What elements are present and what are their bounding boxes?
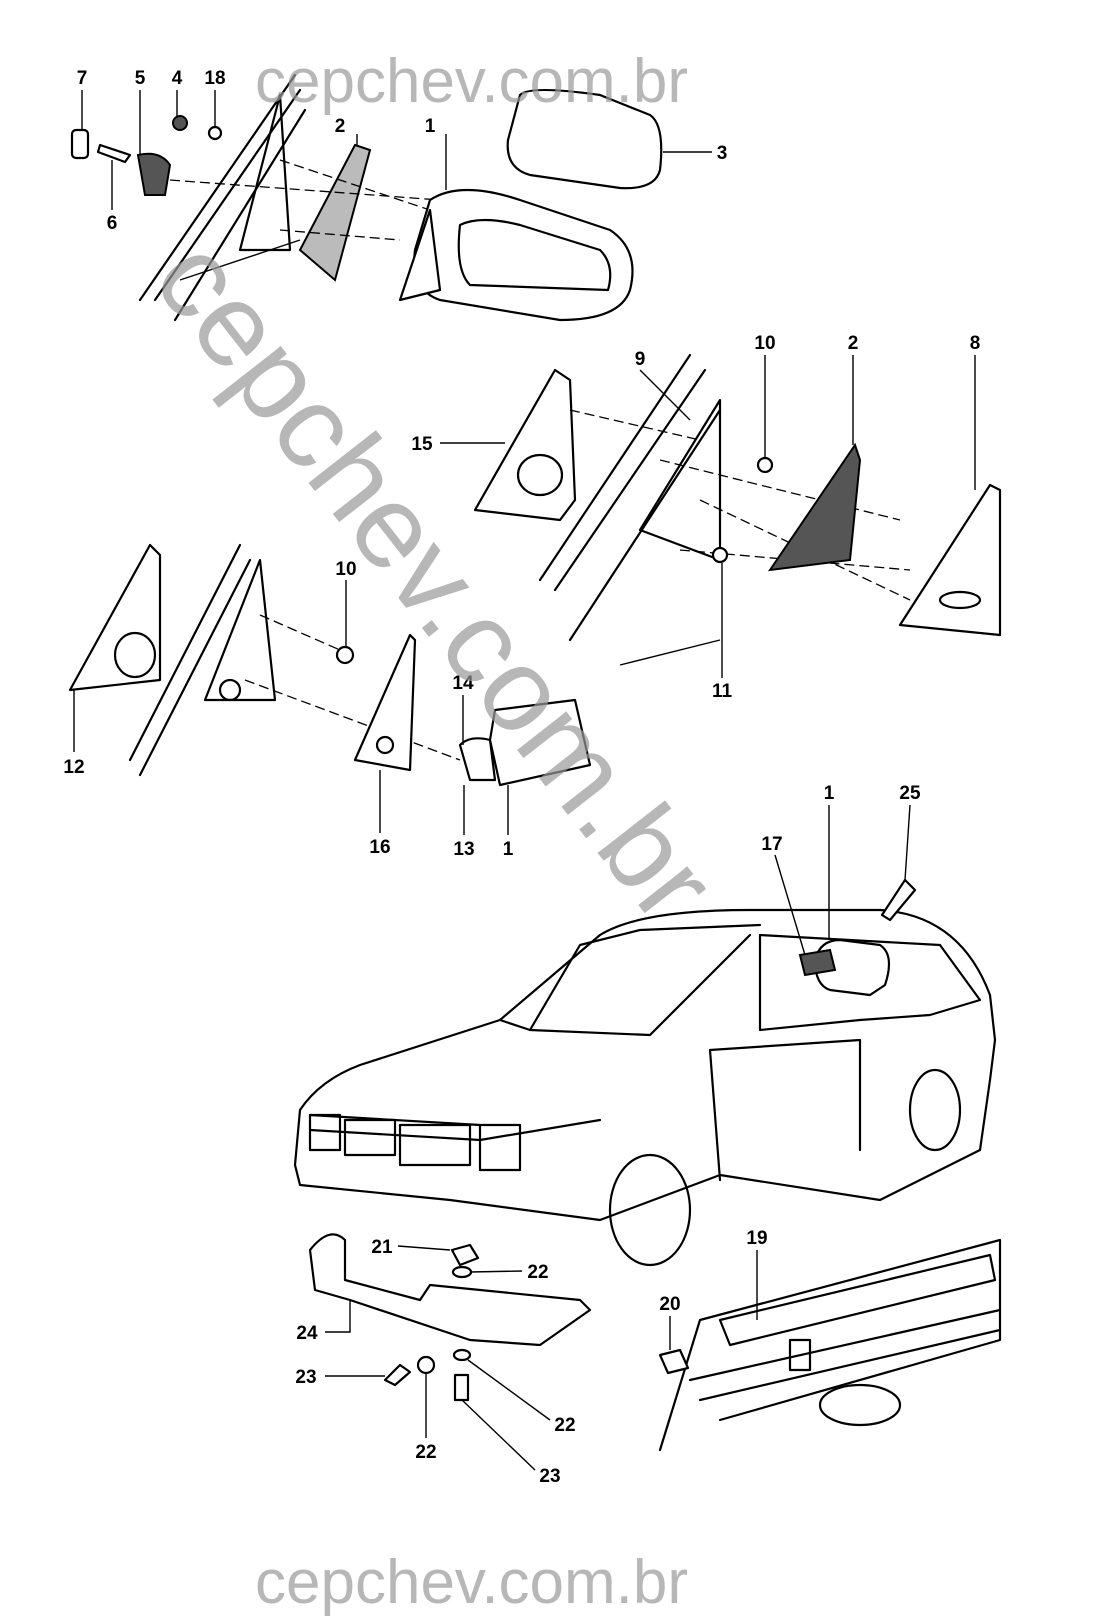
spoiler-24 bbox=[308, 1233, 592, 1347]
washer-18 bbox=[207, 125, 223, 141]
base-15 bbox=[473, 368, 577, 522]
callout-17: 17 bbox=[761, 834, 782, 855]
callout-labels: 7 5 4 18 2 1 3 6 9 10 2 8 15 11 10 12 14… bbox=[63, 68, 980, 1487]
gasket-2 bbox=[298, 143, 372, 282]
mirror-housing-1 bbox=[413, 188, 634, 322]
callout-14: 14 bbox=[452, 673, 474, 694]
car-body bbox=[293, 878, 997, 1267]
screw-23b bbox=[453, 1373, 470, 1402]
callout-3: 3 bbox=[717, 143, 728, 164]
watermark-top: cepchev.com.br bbox=[255, 47, 688, 116]
callout-7: 7 bbox=[77, 68, 88, 89]
mirror-1c bbox=[813, 938, 891, 997]
callout-18: 18 bbox=[204, 68, 225, 89]
callout-8: 8 bbox=[970, 333, 981, 354]
callout-19: 19 bbox=[746, 1228, 767, 1249]
callout-22: 22 bbox=[527, 1262, 548, 1283]
callout-15: 15 bbox=[411, 434, 433, 455]
callout-24: 24 bbox=[296, 1323, 318, 1344]
screw-4 bbox=[172, 115, 188, 131]
washer-22c bbox=[452, 1348, 472, 1362]
screw-10 bbox=[756, 456, 774, 474]
front-spoiler bbox=[308, 1233, 592, 1402]
callout-21: 21 bbox=[371, 1237, 393, 1258]
mirror-assembly-left bbox=[68, 543, 592, 787]
nut-21 bbox=[450, 1243, 480, 1267]
watermark-bottom: cepchev.com.br bbox=[255, 1548, 688, 1617]
base-17 bbox=[798, 948, 837, 977]
callout-20: 20 bbox=[659, 1294, 680, 1315]
callout-25: 25 bbox=[899, 783, 921, 804]
screw-25 bbox=[880, 878, 917, 922]
callout-23: 23 bbox=[295, 1367, 316, 1388]
callout-1: 1 bbox=[425, 116, 436, 137]
screw-10b bbox=[335, 645, 355, 665]
callout-13: 13 bbox=[453, 839, 474, 860]
mirror-1b bbox=[488, 698, 592, 787]
mirror-glass-3 bbox=[506, 88, 663, 190]
callout-6: 6 bbox=[107, 213, 118, 234]
callout-10: 10 bbox=[754, 333, 775, 354]
gasket-2b bbox=[767, 442, 862, 572]
callout-4: 4 bbox=[172, 68, 183, 89]
callout-2b: 2 bbox=[848, 333, 859, 354]
rear-spoiler bbox=[658, 1238, 1002, 1452]
callout-9: 9 bbox=[635, 349, 646, 370]
callout-11: 11 bbox=[712, 681, 733, 702]
callout-23b: 23 bbox=[539, 1466, 560, 1487]
leader-lines bbox=[73, 90, 976, 1471]
callout-1c: 1 bbox=[824, 783, 835, 804]
washer-22b bbox=[416, 1355, 436, 1375]
cover-8 bbox=[898, 483, 1002, 637]
callout-10b: 10 bbox=[335, 559, 356, 580]
mirror-assembly-top bbox=[70, 73, 712, 322]
bracket-5 bbox=[136, 152, 172, 196]
clip-20 bbox=[658, 1348, 690, 1375]
callout-1b: 1 bbox=[503, 839, 514, 860]
nut-11 bbox=[711, 546, 729, 564]
cap-7 bbox=[70, 128, 90, 160]
callout-22c: 22 bbox=[415, 1442, 436, 1463]
base-12 bbox=[68, 543, 162, 692]
screw-23 bbox=[383, 1363, 412, 1387]
washer-22 bbox=[451, 1265, 473, 1279]
plate-16 bbox=[353, 633, 417, 772]
callout-22b: 22 bbox=[554, 1415, 575, 1436]
spoiler-19 bbox=[718, 1253, 997, 1347]
mirror-assembly-right bbox=[473, 353, 1002, 666]
callout-12: 12 bbox=[63, 757, 84, 778]
callout-5: 5 bbox=[135, 68, 146, 89]
callout-2: 2 bbox=[335, 116, 346, 137]
screw-6 bbox=[96, 143, 132, 164]
callout-16: 16 bbox=[369, 837, 390, 858]
